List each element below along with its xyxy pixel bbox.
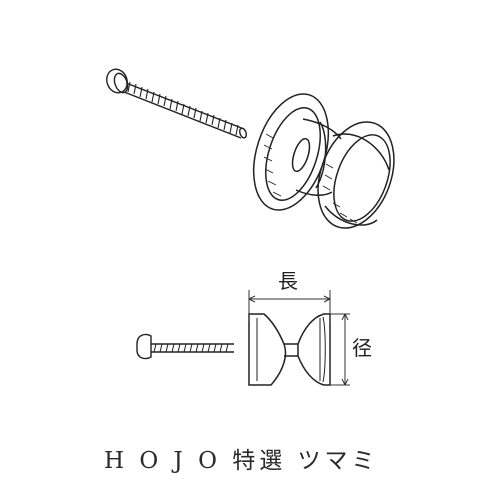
side-knob-neck [284,343,298,357]
knob-cap-rim [324,133,390,226]
length-arrowheads [248,295,331,303]
diameter-label: 径 [352,336,372,360]
knob-shading [263,133,358,224]
screw-thread [127,81,239,136]
perspective-screw [106,68,247,139]
product-caption: H O J O 特選 ツマミ [104,448,379,474]
knob-base-outer [252,93,330,211]
perspective-knob [252,93,395,229]
side-screw-thread [153,343,229,353]
diameter-arrowheads [341,313,349,386]
side-knob-outline [248,313,287,386]
screw-shaft [123,82,245,139]
length-label: 長 [278,269,298,293]
screw-tip [239,127,247,139]
side-view-knob [248,313,331,386]
side-knob-detail [256,316,326,383]
knob-base-inner [265,107,321,201]
knob-base-hole [291,137,311,173]
dimension-lines [248,290,350,386]
knob-cap-inner [333,134,391,222]
side-view-screw [136,333,234,360]
knob-cap-outer [317,121,395,229]
side-screw-head [136,333,152,360]
